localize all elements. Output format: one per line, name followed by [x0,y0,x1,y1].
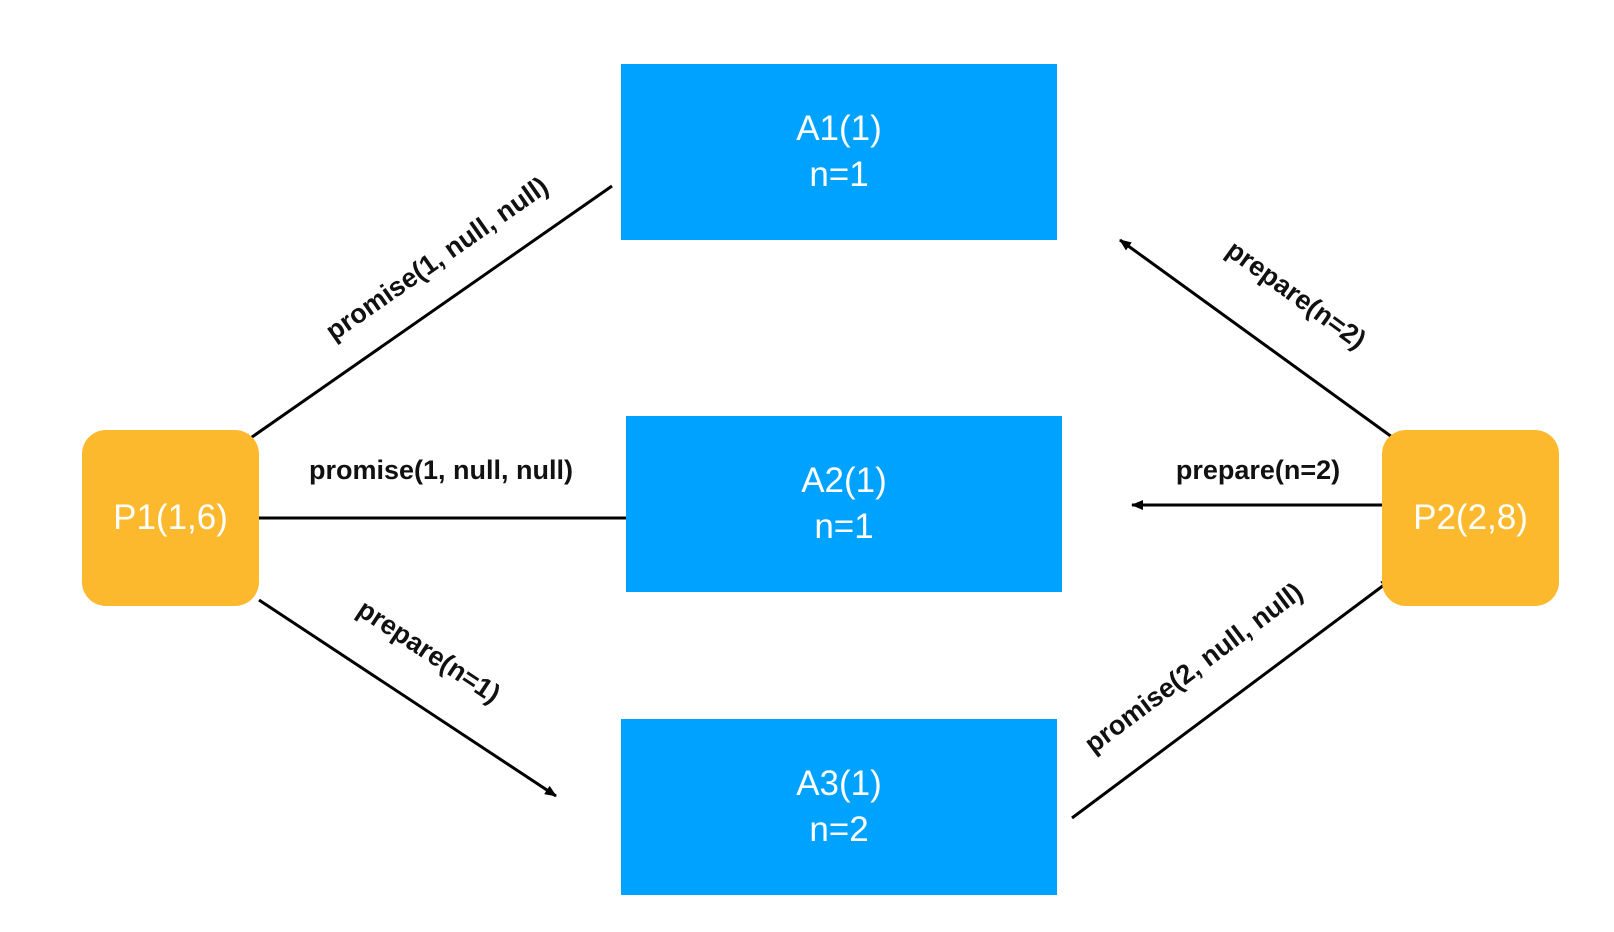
edge-label-p2-to-a1: prepare(n=2) [1221,234,1372,355]
acceptor-a3-name: A3(1) [796,764,882,803]
acceptor-a3: A3(1) n=2 [621,719,1057,895]
acceptor-a2: A2(1) n=1 [626,416,1062,592]
edge-label-a2-to-p1: promise(1, null, null) [309,455,573,485]
arrow-p2-to-a1 [1119,238,1393,439]
acceptor-a2-value: n=1 [814,507,874,546]
acceptor-a3-value: n=2 [809,810,869,849]
proposer-p1-name: P1(1,6) [113,498,228,537]
edge-label-a1-to-p1: promise(1, null, null) [320,171,554,347]
arrow-a1-to-p1 [241,184,613,446]
edge-label-p2-to-a2: prepare(n=2) [1176,455,1340,485]
acceptor-a1-name: A1(1) [796,109,882,148]
acceptor-a2-name: A2(1) [801,461,887,500]
arrow-a3-to-p2 [1071,577,1393,820]
acceptor-a1-value: n=1 [809,155,869,194]
proposer-p2: P2(2,8) [1382,430,1559,606]
acceptor-a1: A1(1) n=1 [621,64,1057,240]
arrow-p1-to-a3 [258,598,557,798]
proposer-p1: P1(1,6) [82,430,259,606]
edge-label-p1-to-a3: prepare(n=1) [352,594,506,709]
proposer-p2-name: P2(2,8) [1413,498,1528,537]
